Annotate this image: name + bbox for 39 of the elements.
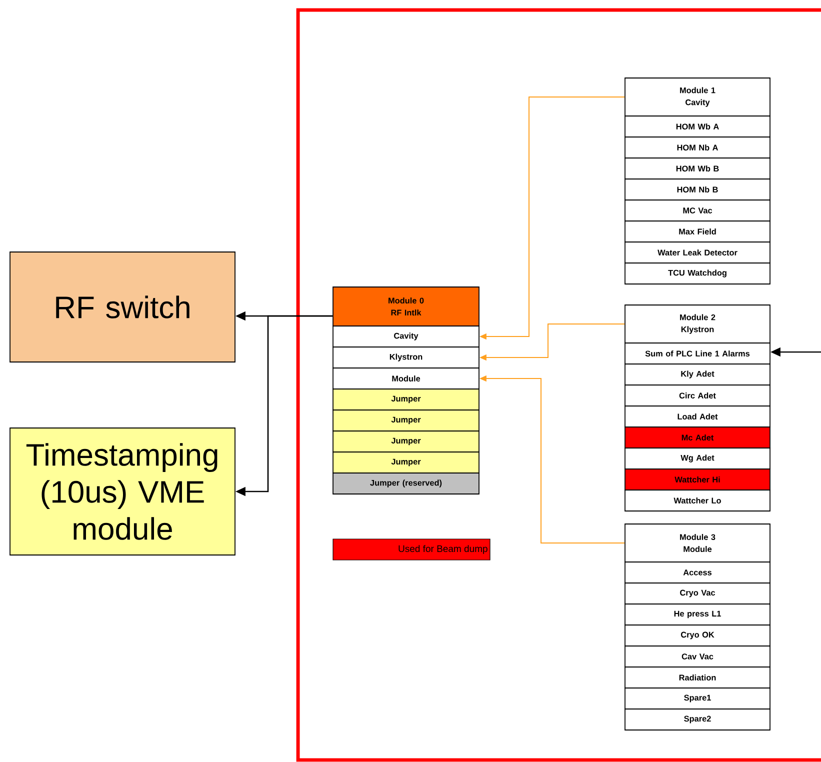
signal-row-box: Spare1 xyxy=(624,688,770,710)
signal-row-box: Jumper xyxy=(332,452,480,474)
module-header-box: Module 2 Klystron xyxy=(624,304,770,344)
signal-row-box: Jumper xyxy=(332,430,480,452)
legend-item: Used for Beam dump xyxy=(332,538,490,560)
signal-row-box: Max Field xyxy=(624,220,770,242)
signal-row-box: Jumper xyxy=(332,410,480,432)
signal-row-box: Wg Adet xyxy=(624,448,770,470)
signal-row-box: Module xyxy=(332,368,480,390)
signal-row-box: Kly Adet xyxy=(624,364,770,386)
signal-row-box: Cryo Vac xyxy=(624,582,770,604)
signal-row-box: Cavity xyxy=(332,326,480,348)
signal-row-box: Sum of PLC Line 1 Alarms xyxy=(624,342,770,364)
signal-row-box: MC Vac xyxy=(624,200,770,222)
module-header-box: Module 0 RF Intlk xyxy=(332,286,480,326)
signal-row-box: Cryo OK xyxy=(624,624,770,646)
signal-row-box: He press L1 xyxy=(624,604,770,626)
device-box: RF switch xyxy=(10,252,236,362)
device-box: Timestamping (10us) VME module xyxy=(10,428,236,556)
signal-row-box: Circ Adet xyxy=(624,384,770,406)
signal-row-box: Jumper (reserved) xyxy=(332,472,480,494)
module-header-box: Module 1 Cavity xyxy=(624,78,770,116)
signal-row-box: HOM Nb B xyxy=(624,178,770,200)
signal-row-box: Radiation xyxy=(624,666,770,688)
signal-row-box: HOM Wb A xyxy=(624,116,770,138)
signal-row-box: Load Adet xyxy=(624,406,770,428)
module-header-box: Module 3 Module xyxy=(624,524,770,562)
signal-row-box: HOM Nb A xyxy=(624,136,770,158)
signal-row-box: Water Leak Detector xyxy=(624,242,770,264)
signal-row-box: Spare2 xyxy=(624,708,770,730)
signal-row-box: HOM Wb B xyxy=(624,158,770,180)
signal-row-box: Wattcher Hi xyxy=(624,468,770,490)
signal-row-box: Wattcher Lo xyxy=(624,490,770,512)
signal-row-box: Cav Vac xyxy=(624,646,770,668)
signal-row-box: Jumper xyxy=(332,388,480,410)
signal-row-box: Mc Adet xyxy=(624,426,770,448)
signal-row-box: TCU Watchdog xyxy=(624,262,770,284)
signal-row-box: Access xyxy=(624,562,770,584)
signal-row-box: Klystron xyxy=(332,346,480,368)
